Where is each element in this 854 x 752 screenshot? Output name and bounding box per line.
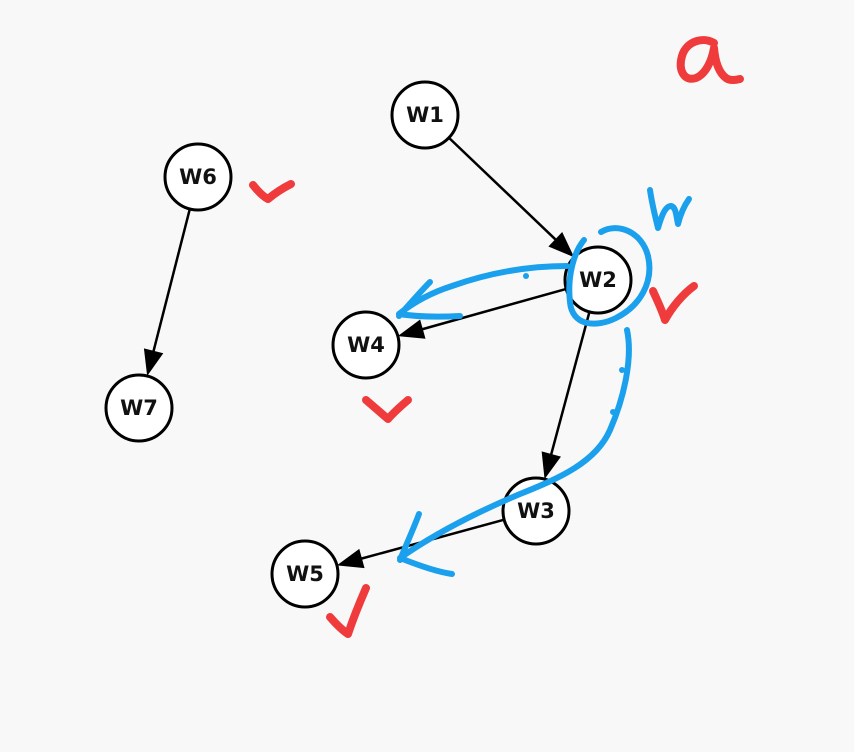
node-w6: W6 — [163, 142, 233, 212]
node-w4: W4 — [331, 310, 401, 380]
blue-dot-2 — [619, 367, 625, 373]
edge-w2-w4 — [420, 287, 567, 331]
node-circle-w4 — [331, 310, 401, 380]
edge-w2-w3 — [549, 311, 591, 457]
node-label-w3: W3 — [517, 499, 555, 523]
node-label-w4: W4 — [347, 333, 385, 357]
node-circle-w1 — [390, 80, 460, 150]
blue-dot — [523, 273, 529, 279]
arrowhead-w3-w5 — [336, 548, 365, 569]
arrowhead-w1-w2 — [548, 232, 575, 258]
arrowhead-w2-w4 — [397, 319, 426, 339]
edges-layer — [143, 136, 591, 569]
edge-w6-w7 — [151, 208, 192, 354]
node-circle-w6 — [163, 142, 233, 212]
checkmark-w6 — [249, 180, 295, 203]
blue-dot-3 — [610, 409, 616, 415]
arrowhead-w2-w3 — [541, 451, 561, 480]
edge-w1-w2 — [448, 136, 558, 242]
node-circle-w2 — [563, 245, 633, 315]
node-label-w1: W1 — [406, 103, 444, 127]
checkmark-w4 — [362, 396, 412, 423]
annotations-layer — [249, 36, 744, 638]
node-w7: W7 — [104, 373, 174, 443]
node-label-w5: W5 — [286, 562, 324, 586]
blue-arrowhead-w5 — [397, 511, 422, 563]
blue-arrow-w2-w4 — [396, 263, 570, 320]
checkmark-w5 — [326, 584, 370, 638]
node-label-w2: W2 — [579, 268, 617, 292]
node-w5: W5 — [270, 539, 340, 609]
blue-arrow-w2-w5 — [397, 327, 632, 577]
node-label-w6: W6 — [179, 165, 217, 189]
blue-arrowhead-w4 — [396, 279, 433, 319]
node-label-w7: W7 — [120, 396, 158, 420]
checkmark-w2 — [649, 282, 698, 324]
arrowhead-w6-w7 — [143, 348, 164, 377]
handwritten-letter-a — [676, 36, 744, 84]
blue-scribble-h — [647, 187, 692, 231]
node-circle-w5 — [270, 539, 340, 609]
node-circle-w7 — [104, 373, 174, 443]
node-w2: W2 — [563, 245, 633, 315]
blue-circle-w2 — [566, 225, 653, 327]
node-w1: W1 — [390, 80, 460, 150]
